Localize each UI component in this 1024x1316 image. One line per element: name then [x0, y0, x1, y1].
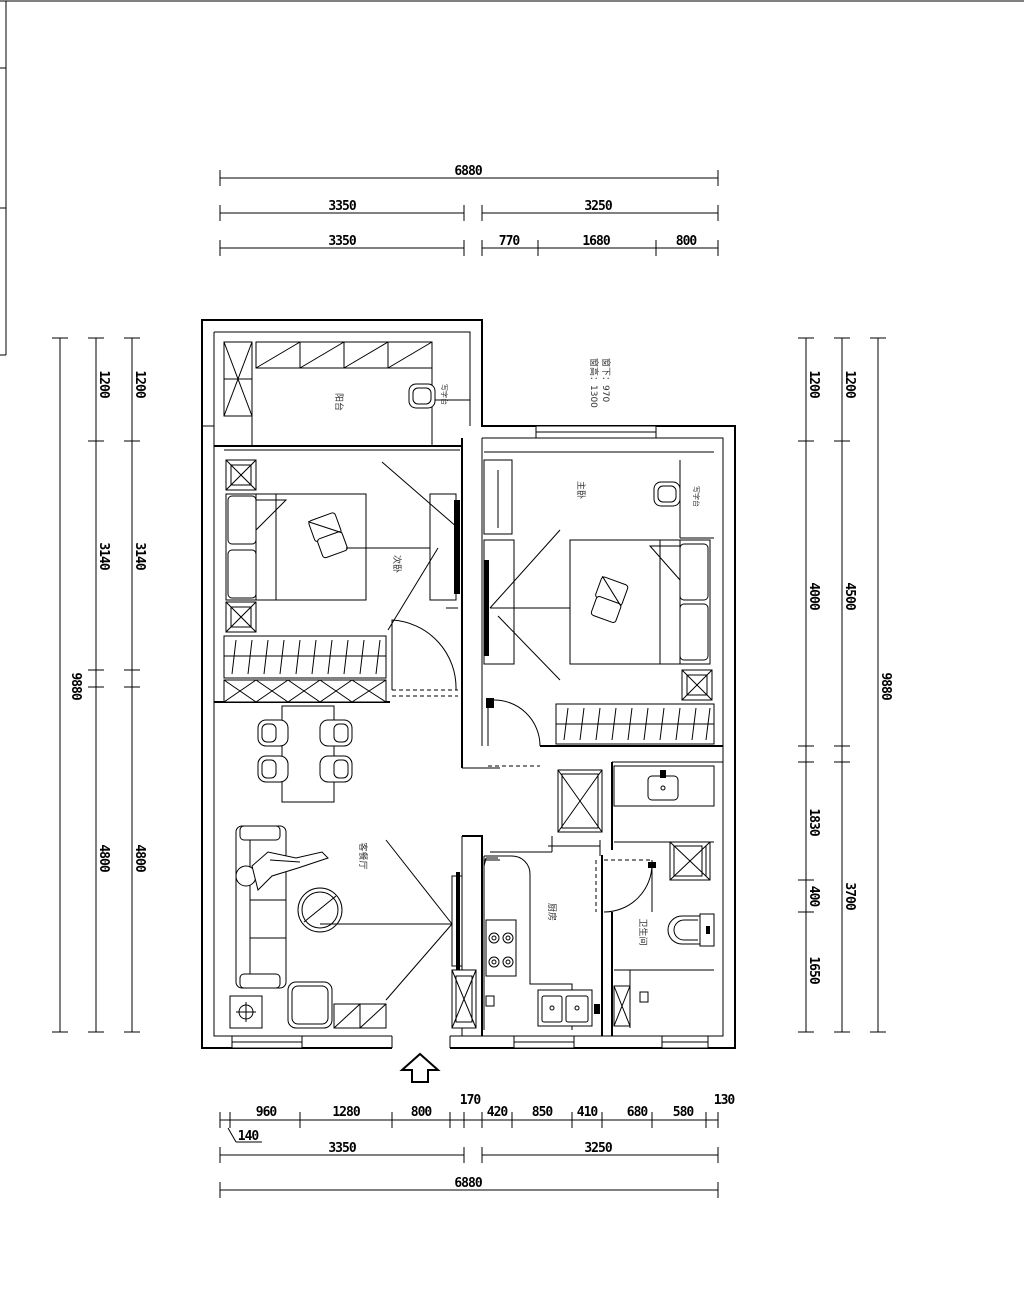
dim-left-b2: 3140 [132, 542, 147, 570]
master-bedroom: 写字台 主卧 [483, 451, 715, 767]
dim-left-a3: 4800 [96, 844, 111, 872]
dim-bottom-mid-right: 3250 [584, 1141, 612, 1156]
dim-right-a5: 1650 [806, 956, 821, 984]
dining-chair-icon [257, 719, 353, 783]
dim-bottom-mid-left: 3350 [328, 1141, 356, 1156]
sofa-icon [235, 825, 287, 989]
wardrobe-icon [223, 635, 387, 679]
sheet-frame [0, 0, 1024, 356]
room-label-master-bedroom: 主卧 [575, 481, 587, 499]
bathroom: 卫生间 [595, 765, 715, 1028]
room-label-second-bedroom: 次卧 [391, 555, 403, 573]
balcony-desk-label: 写字台 [440, 384, 449, 405]
living-dining: 客餐厅 [229, 705, 477, 1029]
dim-top-total: 6880 [454, 164, 482, 179]
tv-cabinet-icon [429, 493, 457, 601]
room-label-bathroom: 卫生间 [637, 918, 649, 945]
dim-right-a3: 1830 [806, 808, 821, 836]
stove-icon [485, 919, 517, 977]
dim-bottom-seg7: 410 [577, 1105, 599, 1120]
door-swing-icon [491, 699, 541, 747]
note-window-sill: 窗下：970 [600, 358, 612, 402]
door-swing-icon [603, 863, 653, 913]
dim-top-mid-left: 3350 [328, 199, 356, 214]
right-dimensions: 1200 4000 1830 400 1650 1200 4500 3700 9… [798, 337, 893, 1033]
dim-right-a1: 1200 [806, 370, 821, 398]
dim-right-total: 9880 [878, 672, 893, 700]
dim-bottom-seg6: 850 [532, 1105, 554, 1120]
dim-top-seg3: 1680 [582, 234, 610, 249]
master-desk-label: 写字台 [692, 486, 701, 507]
dim-bottom-seg1: 960 [256, 1105, 278, 1120]
dim-top-seg1: 3350 [328, 234, 356, 249]
top-dimensions: 6880 3350 3250 3350 770 1680 800 [219, 164, 719, 256]
dim-bottom-seg2: 1280 [332, 1105, 360, 1120]
dim-left-a2: 3140 [96, 542, 111, 570]
dim-right-b3: 3700 [842, 882, 857, 910]
dim-bottom-seg10: 130 [714, 1093, 736, 1108]
dim-right-b1: 1200 [842, 370, 857, 398]
dim-top-mid-right: 3250 [584, 199, 612, 214]
dim-bottom-seg3: 800 [411, 1105, 433, 1120]
double-bed-icon [569, 539, 711, 665]
dim-bottom-total: 6880 [454, 1176, 482, 1191]
master-chair-icon [653, 481, 681, 507]
window-note: 窗高：1300 窗下：970 [588, 358, 612, 408]
kitchen: 厨房 [483, 769, 603, 1030]
coffee-table-icon [297, 887, 343, 933]
armchair-icon [287, 981, 333, 1029]
dim-right-a2: 4000 [806, 582, 821, 610]
room-label-kitchen: 厨房 [546, 903, 558, 921]
dim-bottom-seg5: 420 [487, 1105, 509, 1120]
room-label-living-dining: 客餐厅 [357, 842, 369, 869]
room-label-balcony: 阳台 [333, 393, 345, 411]
kitchen-sink-icon [537, 989, 593, 1027]
dim-bottom-seg8: 680 [627, 1105, 649, 1120]
walls [201, 319, 736, 1050]
dim-right-b2: 4500 [842, 582, 857, 610]
dim-left-b1: 1200 [132, 370, 147, 398]
dim-top-seg2: 770 [499, 234, 521, 249]
dim-left-a1: 1200 [96, 370, 111, 398]
dim-left-b3: 4800 [132, 844, 147, 872]
balcony: 写字台 阳台 [223, 341, 470, 446]
bottom-dimensions: 960 1280 800 170 420 850 410 680 580 130… [219, 1093, 736, 1198]
entrance-arrow-icon [399, 1052, 441, 1083]
note-window-height: 窗高：1300 [588, 358, 600, 408]
person-icon [235, 851, 329, 891]
left-dimensions: 9880 1200 3140 4800 1200 3140 4800 [52, 337, 147, 1033]
second-bedroom: 次卧 [223, 449, 460, 703]
dim-bottom-seg11: 140 [238, 1129, 260, 1144]
door-swing-icon [391, 619, 457, 691]
balcony-chair-icon [408, 383, 436, 409]
dim-left-total: 9880 [68, 672, 83, 700]
dim-bottom-seg9: 580 [673, 1105, 695, 1120]
dim-bottom-seg4: 170 [460, 1093, 482, 1108]
dim-right-a4: 400 [806, 886, 821, 908]
dim-top-seg4: 800 [676, 234, 698, 249]
